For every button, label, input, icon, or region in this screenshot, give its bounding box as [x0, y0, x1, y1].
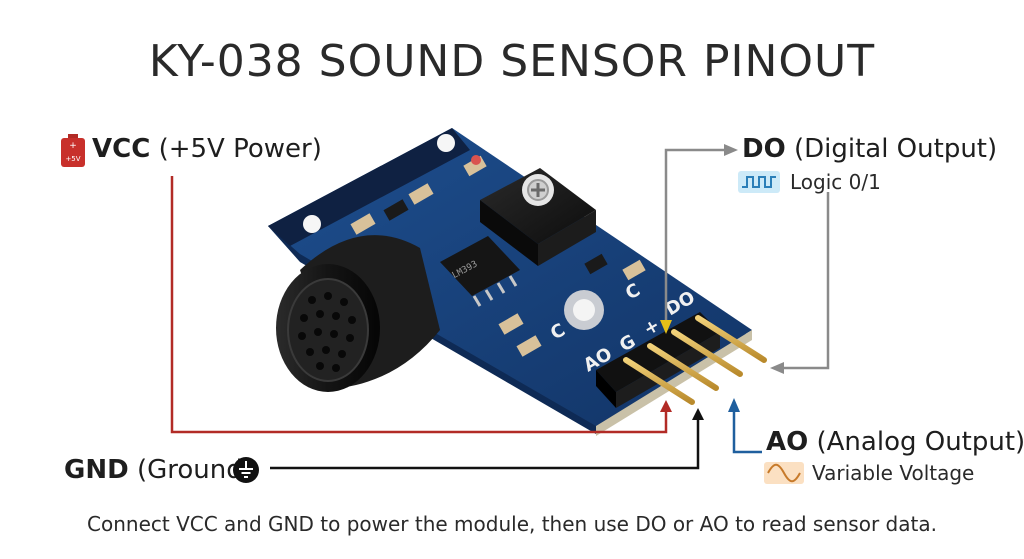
- ao-label: AO (Analog Output): [766, 427, 1024, 457]
- mic-grille: [298, 292, 356, 372]
- gnd-label: GND (Ground): [64, 455, 253, 485]
- do-sub-label: Logic 0/1: [790, 170, 881, 194]
- sine-wave-icon: [764, 462, 804, 484]
- potentiometer: [480, 168, 596, 266]
- mounting-hole: [303, 215, 321, 233]
- ao-pin-name: AO: [766, 427, 809, 457]
- svg-text:+: +: [69, 141, 77, 151]
- gnd-leader-line: [270, 418, 700, 470]
- pin-do: [695, 315, 767, 363]
- mounting-hole: [573, 299, 595, 321]
- do-return-line: [782, 192, 830, 370]
- do-pin-desc: (Digital Output): [793, 134, 998, 164]
- vcc-label: VCC (+5V Power): [92, 134, 322, 164]
- leader-lines: [170, 144, 830, 470]
- smd-components: [350, 155, 646, 357]
- battery-icon: + +5V: [61, 134, 85, 167]
- ao-leader-line: [732, 410, 762, 454]
- ao-sub-label: Variable Voltage: [812, 461, 975, 485]
- vcc-pin-desc: (+5V Power): [158, 134, 322, 164]
- ao-pin-desc: (Analog Output): [816, 427, 1024, 457]
- microphone: [276, 235, 440, 392]
- mounting-hole: [437, 134, 455, 152]
- pin-header: [596, 312, 767, 408]
- vcc-pin-name: VCC: [92, 134, 151, 164]
- vcc-leader-line: [170, 176, 668, 434]
- square-wave-icon: [738, 171, 780, 193]
- pin-g: [647, 343, 719, 391]
- do-label: DO (Digital Output): [742, 134, 997, 164]
- pin-plus: [671, 329, 743, 377]
- footer-instructions: Connect VCC and GND to power the module,…: [87, 512, 937, 536]
- battery-icon-text: +5V: [65, 155, 80, 163]
- pin-ao: [623, 357, 695, 405]
- page-title: KY-038 SOUND SENSOR PINOUT: [148, 36, 876, 87]
- do-leader-line: [664, 148, 734, 330]
- ground-icon: [233, 457, 259, 483]
- do-pin-name: DO: [742, 134, 786, 164]
- gnd-pin-name: GND: [64, 455, 129, 485]
- lm393-chip: LM393: [440, 236, 520, 307]
